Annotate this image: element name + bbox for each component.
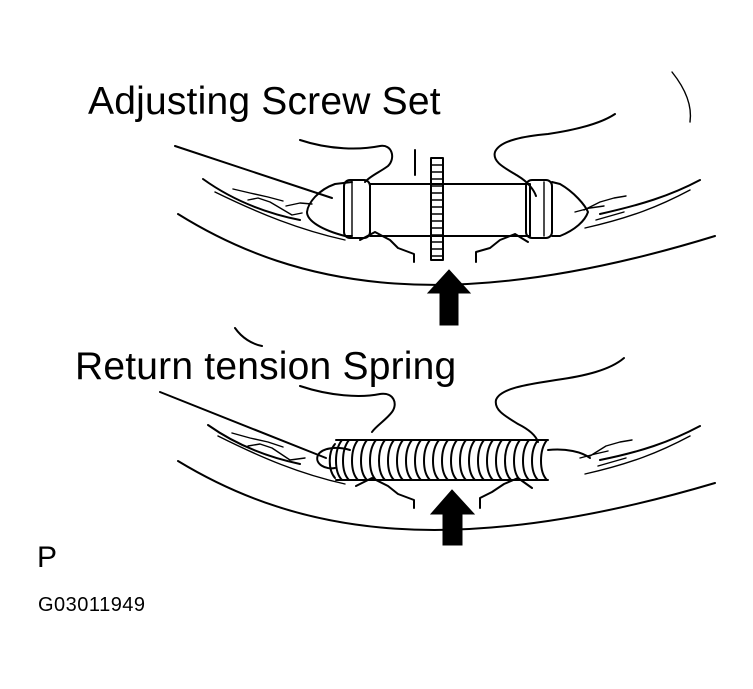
up-arrow-icon xyxy=(426,269,472,326)
star-wheel-teeth xyxy=(430,164,444,257)
return-spring-coils xyxy=(328,439,549,481)
top-drum-upper-arc-left xyxy=(202,178,301,221)
top-left-shoe-end xyxy=(359,231,415,263)
bottom-left-shoe-web xyxy=(231,432,306,461)
bottom-left-web-upper xyxy=(234,327,263,347)
up-arrow-icon xyxy=(429,489,476,546)
adjusting-screw-set-label: Adjusting Screw Set xyxy=(88,80,441,123)
top-drum-inner-arc-left xyxy=(214,191,346,241)
top-brake-assembly xyxy=(174,71,716,326)
adjuster-left-socket xyxy=(343,179,371,239)
adjusting-screw-leader-line xyxy=(174,145,333,199)
bottom-left-shoe-end xyxy=(355,477,415,509)
bottom-right-shoe-web xyxy=(579,439,633,467)
bottom-drum-inner-arc-left xyxy=(217,435,346,485)
bottom-drum-inner-arc-right xyxy=(584,435,691,475)
bottom-drum-upper-arc-left xyxy=(207,424,301,465)
top-drum-outer-arc xyxy=(177,213,716,286)
star-wheel xyxy=(430,157,444,261)
adjuster-right-tip xyxy=(551,181,589,237)
return-spring-leader-line xyxy=(159,391,327,459)
top-drum-inner-arc-right xyxy=(584,189,691,229)
spring-right-hook xyxy=(547,448,591,459)
top-left-web-upper xyxy=(299,139,394,183)
bottom-drum-upper-arc-right xyxy=(599,425,701,461)
figure-code-label: G03011949 xyxy=(38,594,146,616)
p-mark-label: P xyxy=(37,541,58,574)
top-right-shoe-web xyxy=(574,195,627,221)
adjuster-right-socket xyxy=(525,179,553,239)
adjuster-left-tip xyxy=(306,181,353,237)
top-right-shoe-end xyxy=(475,233,529,263)
adjuster-barrel xyxy=(369,183,531,237)
top-drum-upper-arc-right xyxy=(599,179,701,215)
bottom-right-web-upper xyxy=(494,357,625,443)
bottom-left-web-mid xyxy=(299,385,396,433)
bottom-right-shoe-end xyxy=(479,477,533,509)
spring-left-hook xyxy=(316,446,351,470)
top-left-shoe-web xyxy=(232,188,313,216)
return-tension-spring-label: Return tension Spring xyxy=(75,345,457,388)
bottom-drum-outer-arc xyxy=(177,460,716,531)
bottom-brake-assembly xyxy=(159,327,716,546)
top-drum-top-arc xyxy=(671,71,692,123)
top-right-web-upper xyxy=(493,113,616,197)
